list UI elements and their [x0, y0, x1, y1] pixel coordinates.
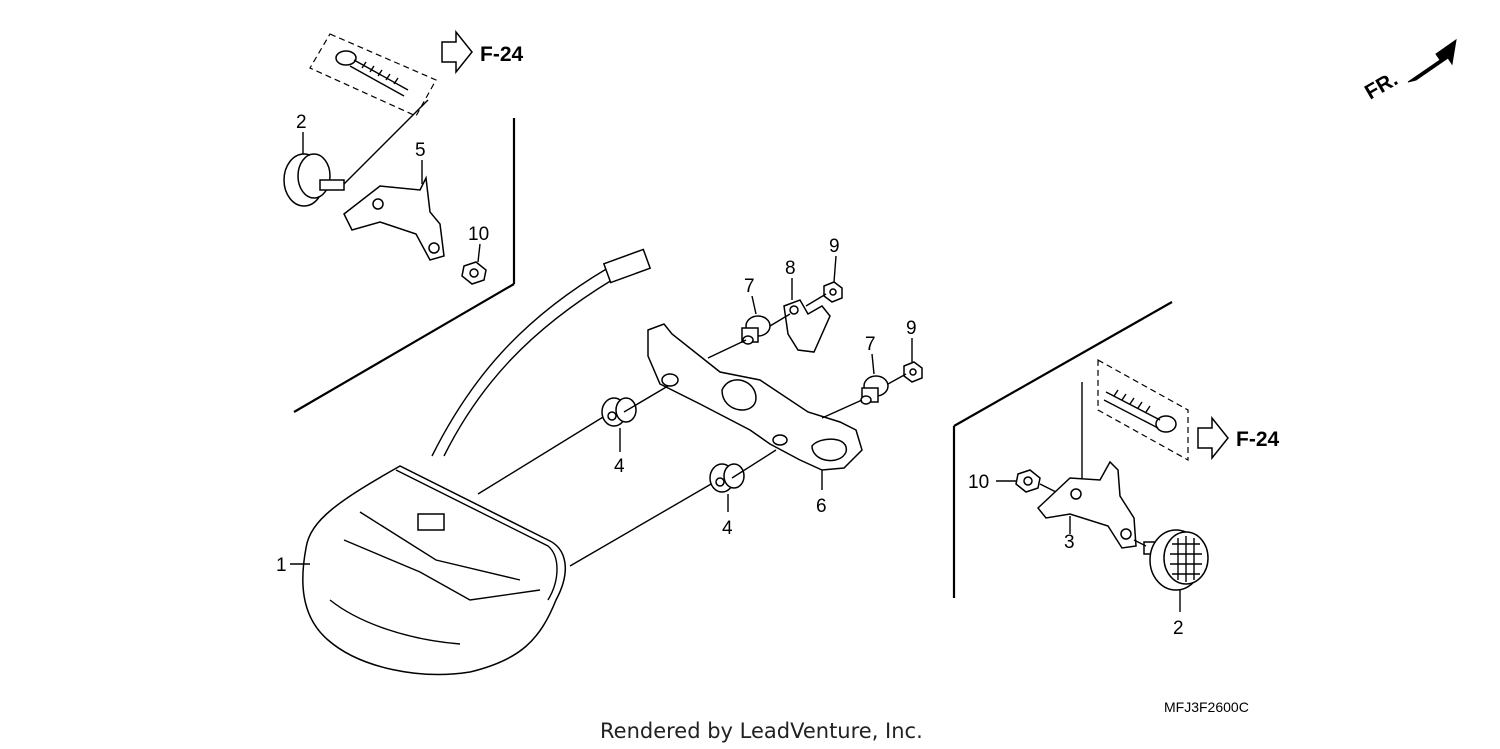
nut-upper: [823, 281, 843, 303]
leader-bracket-to-bulb: [1133, 539, 1147, 547]
leader-clamp-to-collar: [769, 313, 791, 327]
bolt-right: [1097, 358, 1189, 462]
leader-stay-lower: [731, 449, 777, 479]
callout-6: 6: [816, 496, 827, 517]
callout-7-upper: 7: [744, 276, 755, 297]
front-arrow-icon: [1407, 38, 1457, 83]
callout-10-right: 10: [968, 472, 989, 493]
leader-stay-upper: [623, 385, 669, 413]
bolt-upper-left: [309, 33, 437, 117]
leader-housing-grommet-lower: [569, 479, 719, 567]
ref-label-top: F-24: [480, 43, 524, 66]
bulb-socket-bottom: [1143, 529, 1209, 591]
fr-label: FR.: [1361, 67, 1402, 104]
nut-right: [903, 361, 923, 383]
flange-nut-right: [1015, 469, 1041, 493]
tail-light-housing: [302, 465, 566, 676]
ref-arrow-top: F-24: [441, 29, 524, 75]
callout-5: 5: [415, 140, 426, 161]
bulb-socket-top: [283, 153, 345, 207]
front-direction-indicator: FR.: [1361, 38, 1457, 104]
footer-credit: Rendered by LeadVenture, Inc.: [600, 719, 923, 743]
bracket-left: [343, 175, 445, 261]
callout-3: 3: [1064, 532, 1075, 553]
leader-nut-left: [477, 243, 481, 263]
mount-stay: [647, 323, 863, 471]
callout-2-bottom: 2: [1173, 618, 1184, 639]
wire-harness: [431, 248, 652, 457]
ref-arrow-right: F-24: [1197, 415, 1280, 461]
grommet-upper: [601, 397, 637, 427]
callout-4-upper: 4: [614, 456, 625, 477]
callout-1: 1: [276, 555, 287, 576]
clamp: [783, 299, 831, 353]
leader-collar-upper-to-stay: [707, 339, 747, 359]
ref-label-right: F-24: [1236, 428, 1280, 451]
leader-nut-right-to-collar: [887, 373, 907, 385]
leader-nut-upper-to-clamp: [805, 293, 827, 307]
callout-2-top: 2: [296, 112, 307, 133]
leader-housing-grommet-upper: [477, 413, 609, 495]
collar-upper: [741, 315, 771, 345]
leader-nut-upper: [833, 255, 837, 283]
collar-right: [860, 375, 889, 405]
leader-collar-upper: [751, 295, 757, 315]
leader-collar-right-to-stay: [821, 399, 863, 419]
flange-nut-left: [461, 261, 487, 285]
catalog-code: MFJ3F2600C: [1164, 699, 1249, 715]
bracket-right: [1036, 460, 1137, 549]
callout-4-lower: 4: [722, 518, 733, 539]
leader-bolt-left: [339, 99, 429, 189]
callout-9-upper: 9: [829, 236, 840, 257]
callout-7-right: 7: [865, 334, 876, 355]
callout-9-right: 9: [906, 318, 917, 339]
ref-arrow-icon: [1197, 415, 1229, 461]
callout-8: 8: [785, 258, 796, 279]
ref-arrow-icon: [441, 29, 473, 75]
leader-collar-right: [871, 353, 875, 375]
callout-10-left: 10: [468, 224, 489, 245]
grommet-lower: [709, 463, 745, 493]
left-subpanel-frame: [293, 118, 516, 413]
right-subpanel-frame: [952, 301, 1173, 598]
